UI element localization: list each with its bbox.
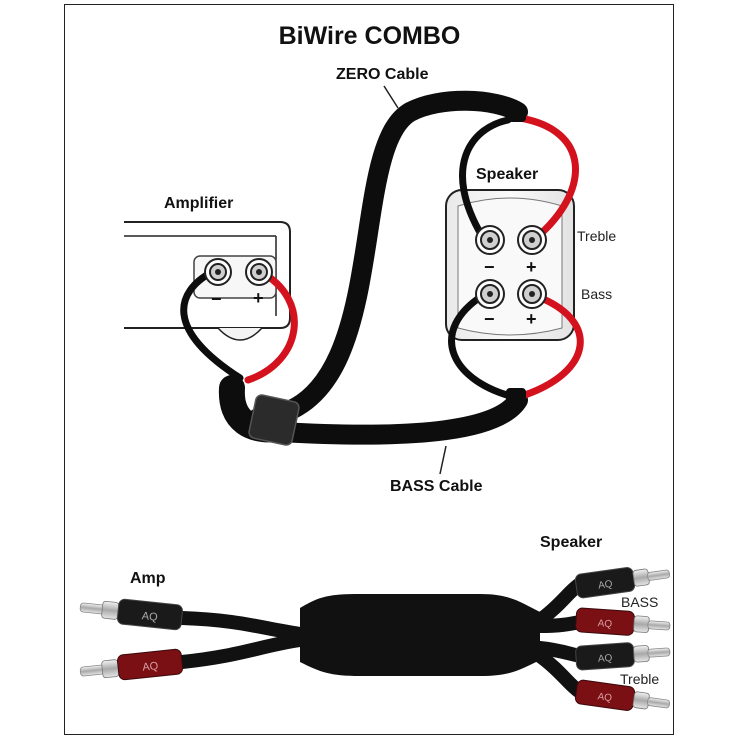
speaker-label: Speaker <box>476 166 539 183</box>
amplifier-label: Amplifier <box>164 195 234 212</box>
amp-red-plug-logo: AQ <box>142 660 160 674</box>
treble-plus-sign: + <box>526 257 537 277</box>
speaker-bass-black-plug: AQ <box>574 567 670 599</box>
bass-cable-leader <box>439 445 447 475</box>
speaker-treble-black-plug-logo: AQ <box>598 653 613 665</box>
bottom-cable <box>175 577 587 699</box>
bass-cable-junction <box>506 388 526 406</box>
bass-cable-label: BASS Cable <box>390 478 483 495</box>
cable-sleeve <box>248 394 300 446</box>
speaker-bass-red-plug: AQ <box>575 607 671 636</box>
amp-label: Amp <box>130 570 166 587</box>
zero-cable-label: ZERO Cable <box>336 66 429 83</box>
amp-plus-sign: + <box>253 288 264 308</box>
speaker-treble-black-lead <box>459 116 512 240</box>
bass-plus-sign: + <box>526 309 537 329</box>
speaker-bass-red-plug-logo: AQ <box>597 618 612 630</box>
treble-minus-sign: − <box>484 257 495 277</box>
speaker-box <box>445 189 575 341</box>
amp-negative-terminal <box>204 258 232 286</box>
speaker-bass-red-lead <box>518 292 584 400</box>
diagram-title: BiWire COMBO <box>278 22 461 50</box>
speaker-treble-positive-terminal <box>517 225 547 255</box>
zero-cable-leader <box>383 85 399 109</box>
speaker-treble-red-plug: AQ <box>574 679 670 711</box>
amp-black-plug-logo: AQ <box>141 610 159 624</box>
bass-label: Bass <box>581 286 613 302</box>
speaker-bass-positive-terminal <box>517 279 547 309</box>
amp-positive-terminal <box>245 258 273 286</box>
bass-cable <box>270 390 528 445</box>
amp-black-lead <box>180 268 244 382</box>
treble-label: Treble <box>577 228 617 244</box>
bass-minus-sign: − <box>484 309 495 329</box>
zero-cable <box>248 90 528 428</box>
speaker-bass-black-plug-logo: AQ <box>597 579 613 592</box>
bottom-treble-label: Treble <box>620 671 660 687</box>
amp-black-plug: AQ <box>79 598 183 631</box>
amp-red-lead <box>244 268 298 384</box>
speaker-bass-negative-terminal <box>475 279 505 309</box>
speaker-treble-red-lead <box>516 114 579 242</box>
speaker-treble-negative-terminal <box>475 225 505 255</box>
amp-minus-sign: − <box>211 289 222 309</box>
zero-cable-junction <box>508 108 526 122</box>
speaker-treble-black-plug: AQ <box>575 642 671 671</box>
speaker-bass-black-lead <box>448 292 514 400</box>
bottom-speaker-label: Speaker <box>540 534 603 551</box>
bottom-bass-label: BASS <box>621 594 659 610</box>
speaker-treble-red-plug-logo: AQ <box>597 691 613 704</box>
amp-red-plug: AQ <box>79 648 184 681</box>
